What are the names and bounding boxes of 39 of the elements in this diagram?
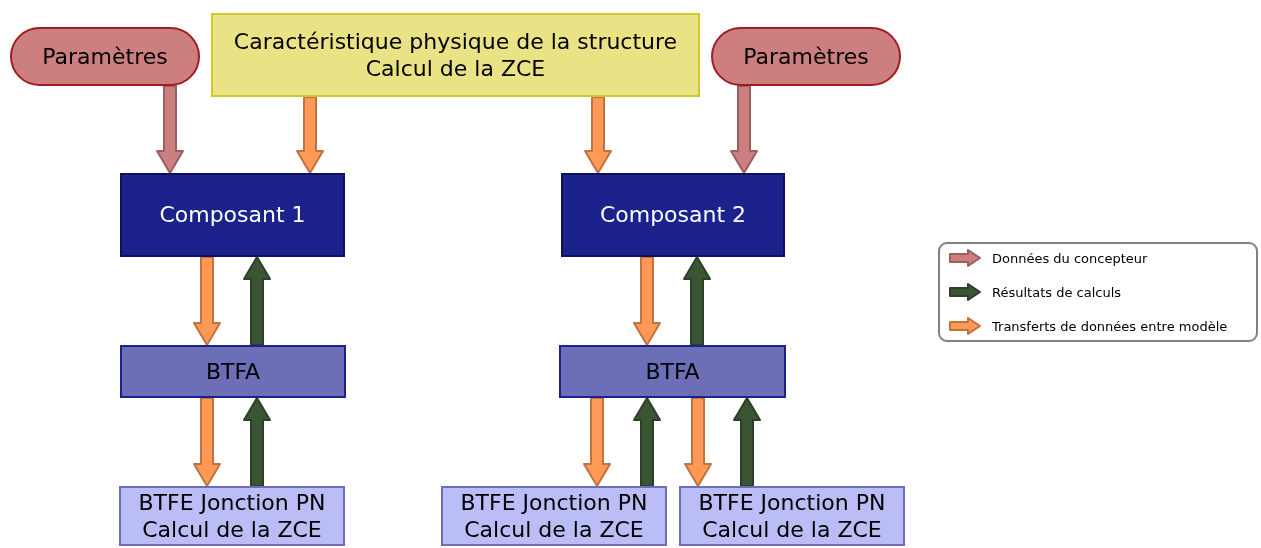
block-arrow xyxy=(730,85,758,174)
node-text: Calcul de la ZCE xyxy=(702,516,882,544)
block-arrow xyxy=(633,256,661,346)
block-arrow xyxy=(683,256,711,346)
component-box xyxy=(120,173,345,257)
btfa-box xyxy=(559,345,786,398)
legend-text: Résultats de calculs xyxy=(992,284,1122,300)
node-text: BTFA xyxy=(205,357,261,386)
node-text: Caractéristique physique de la structure xyxy=(233,27,678,55)
btfe-box xyxy=(441,486,667,546)
node-text: BTFA xyxy=(645,357,700,386)
structure-box xyxy=(211,13,700,97)
node-text: BTFE Jonction PN xyxy=(698,488,886,516)
node-text: Calcul de la ZCE xyxy=(365,55,546,83)
btfa-box xyxy=(120,345,346,398)
block-arrow xyxy=(296,96,324,174)
block-arrow xyxy=(684,397,712,487)
block-arrow xyxy=(583,397,611,487)
node-text: Composant 2 xyxy=(599,201,747,229)
block-arrow xyxy=(156,85,184,174)
node-text: Calcul de la ZCE xyxy=(464,516,644,544)
node-text: Calcul de la ZCE xyxy=(142,516,322,544)
legend-text: Transferts de données entre modèle xyxy=(992,318,1228,334)
block-arrow xyxy=(193,256,221,346)
component-box xyxy=(561,173,785,257)
node-text: BTFE Jonction PN xyxy=(138,488,326,516)
block-arrow xyxy=(193,397,221,487)
node-text: Paramètres xyxy=(743,42,869,71)
block-arrow xyxy=(584,96,612,174)
btfe-box xyxy=(119,486,345,546)
node-text: BTFE Jonction PN xyxy=(460,488,648,516)
block-arrow xyxy=(633,397,661,487)
node-text: Composant 1 xyxy=(159,201,306,229)
block-arrow xyxy=(733,397,761,487)
legend-text: Données du concepteur xyxy=(992,250,1148,266)
node-text: Paramètres xyxy=(42,42,168,71)
block-arrow xyxy=(243,256,271,346)
block-arrow xyxy=(243,397,271,487)
btfe-box xyxy=(679,486,905,546)
